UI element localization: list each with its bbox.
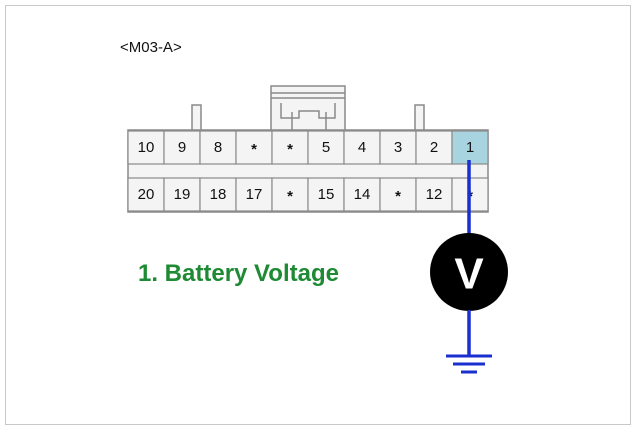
pin-cell (307, 130, 345, 165)
pin-cell (163, 177, 201, 212)
pin-label: 12 (426, 186, 443, 203)
pin-cell (199, 177, 237, 212)
pin-label: 20 (138, 186, 155, 203)
pin-label: 18 (210, 186, 227, 203)
pin-label: 17 (246, 186, 263, 203)
connector-latch (270, 85, 346, 132)
voltmeter-label: V (454, 250, 484, 299)
pin-label: 5 (322, 139, 330, 156)
pin-label: 3 (394, 139, 402, 156)
pin-label: 4 (358, 139, 366, 156)
pin-label: 8 (214, 139, 222, 156)
connector-label: <M03-A> (120, 39, 182, 56)
pin-label: 9 (178, 139, 186, 156)
ground-icon (446, 354, 492, 374)
pin-cell (343, 177, 381, 212)
pin-label: * (287, 141, 293, 158)
pin-cell (235, 130, 273, 165)
pin-label: 14 (354, 186, 371, 203)
pin-label: 10 (138, 139, 155, 156)
diagram-frame (5, 5, 631, 425)
pin-label: 19 (174, 186, 191, 203)
pin-cell (271, 130, 309, 165)
voltmeter-symbol: V (430, 233, 508, 311)
pin-label: * (287, 188, 293, 205)
pin-label: 1 (466, 139, 474, 156)
connector-guide-post-right (414, 104, 425, 132)
pin-cell (379, 177, 417, 212)
pin-cell (271, 177, 309, 212)
pin-label: 2 (430, 139, 438, 156)
connector-top-row: 10 9 8 * * 5 4 3 2 1 (127, 130, 489, 165)
pin-label: * (251, 141, 257, 158)
pin-label: 15 (318, 186, 335, 203)
pin-cell (415, 130, 453, 165)
pin-cell (307, 177, 345, 212)
connector-guide-post-left (191, 104, 202, 132)
pin-cell (127, 177, 165, 212)
measurement-caption: 1. Battery Voltage (138, 260, 339, 287)
pin-label: * (395, 188, 401, 205)
pin-cell (235, 177, 273, 212)
pin-cell (343, 130, 381, 165)
